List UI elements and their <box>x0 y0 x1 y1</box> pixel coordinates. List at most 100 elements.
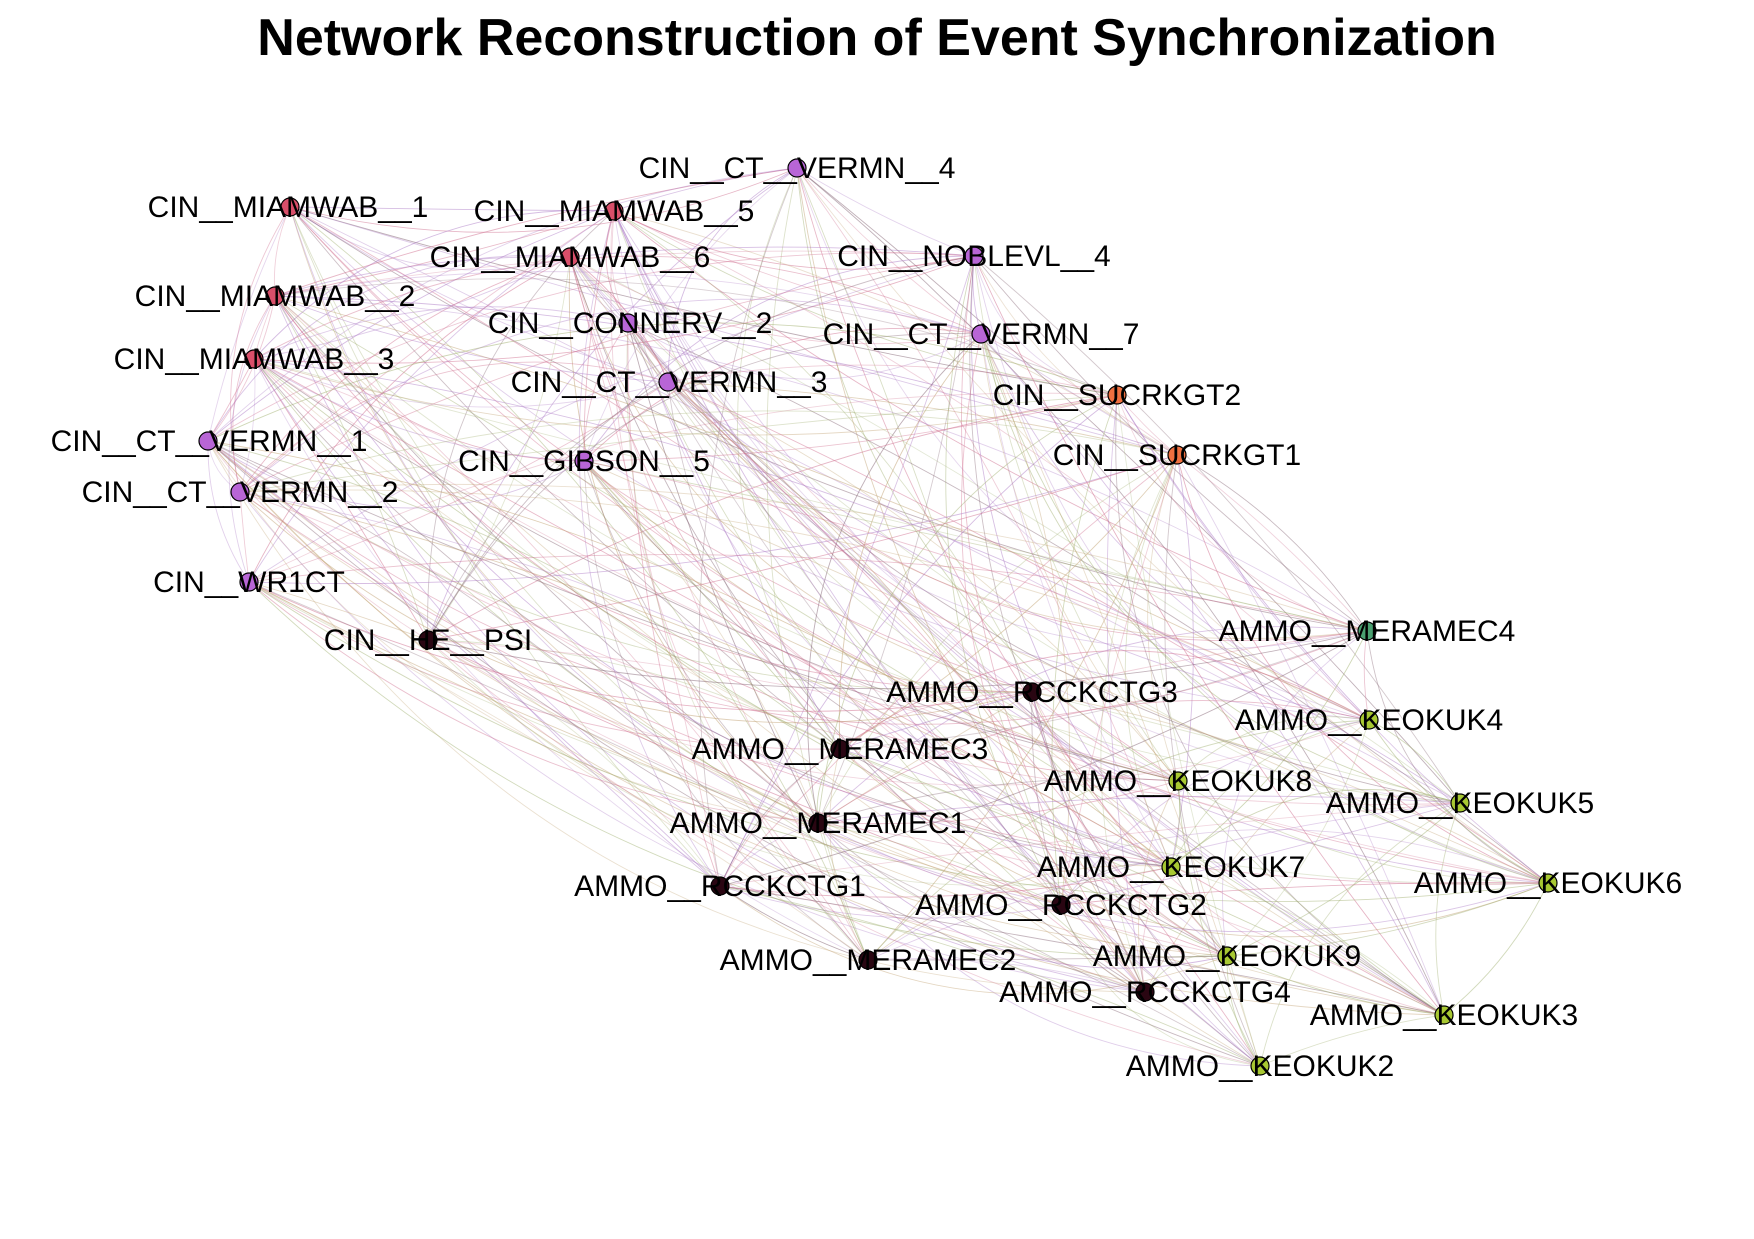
edge <box>817 795 1461 824</box>
edge <box>274 295 585 462</box>
edge <box>253 358 1368 632</box>
edge <box>583 167 798 462</box>
edge <box>239 491 1228 957</box>
edge <box>1060 454 1178 906</box>
node-label: AMMO__KEOKUK3 <box>1310 999 1578 1032</box>
edge <box>253 358 721 887</box>
edge <box>427 255 975 641</box>
edge <box>1144 719 1370 993</box>
edge <box>427 639 721 887</box>
edge <box>1100 454 1178 993</box>
edge <box>569 256 1445 1016</box>
edge <box>578 210 721 887</box>
edge <box>796 167 975 257</box>
edge <box>796 167 1179 782</box>
edge <box>253 255 982 360</box>
edge <box>274 295 869 961</box>
edge <box>817 822 1228 969</box>
edge <box>945 255 1062 906</box>
edge <box>1116 394 1549 884</box>
edge <box>239 358 256 493</box>
edge <box>867 958 1146 993</box>
edge <box>839 748 1445 1016</box>
edge <box>613 210 1146 993</box>
edge <box>248 454 1178 585</box>
edge <box>427 167 798 641</box>
edge <box>613 210 1179 782</box>
edge <box>613 210 1178 456</box>
edge <box>626 322 869 961</box>
edge <box>207 440 841 750</box>
node-label: CIN__SUCRKGT2 <box>993 379 1241 412</box>
edge <box>613 210 982 335</box>
edge <box>253 358 1461 804</box>
edge <box>253 358 1172 868</box>
edge <box>427 333 982 641</box>
edge <box>961 333 1146 993</box>
edge <box>1226 719 1370 957</box>
edge <box>583 460 1228 957</box>
edge <box>248 381 669 583</box>
edge <box>1060 719 1370 906</box>
edge <box>569 256 721 887</box>
edge <box>796 167 1445 1016</box>
edge <box>817 822 869 961</box>
edge <box>610 210 869 961</box>
node <box>1107 385 1127 405</box>
edge <box>1060 802 1461 906</box>
node <box>1167 445 1187 465</box>
edge <box>248 392 1118 583</box>
node-label: AMMO__RCCKCTG1 <box>574 870 866 903</box>
edge <box>980 333 1370 721</box>
node-label: CIN__MIAMWAB__2 <box>135 280 416 313</box>
edge <box>207 295 276 442</box>
edge <box>253 358 429 641</box>
node-label: CIN__WR1CT <box>153 566 345 599</box>
edge <box>248 581 1033 712</box>
edge <box>817 822 1445 1016</box>
edge <box>274 295 429 641</box>
edge <box>583 460 841 750</box>
node-label: CIN__CT__VERMN__7 <box>823 318 1140 351</box>
node-label: CIN__MIAMWAB__3 <box>114 343 395 376</box>
edge <box>839 691 1033 750</box>
edge <box>817 691 1033 824</box>
edge <box>239 394 1118 493</box>
edge <box>719 885 1062 919</box>
edge <box>569 256 982 345</box>
node <box>1357 621 1377 641</box>
edge <box>253 358 1549 884</box>
edge <box>1031 691 1461 804</box>
edge <box>627 322 841 750</box>
edge <box>980 333 1178 456</box>
node <box>1217 946 1237 966</box>
edge <box>1051 394 1118 906</box>
edge <box>1031 691 1172 868</box>
edge <box>817 454 1178 824</box>
edge <box>253 358 1179 782</box>
edge <box>817 822 1261 1067</box>
node <box>1250 1056 1270 1076</box>
edge <box>207 167 798 442</box>
edge <box>239 489 1370 721</box>
node-label: AMMO__MERAMEC2 <box>720 944 1017 977</box>
node <box>964 246 984 266</box>
edge <box>1031 691 1549 884</box>
edge <box>228 295 276 583</box>
edge <box>569 256 1261 1067</box>
node <box>198 431 218 451</box>
edge <box>207 440 1368 725</box>
edge <box>207 206 291 442</box>
edge <box>817 822 1062 906</box>
edge <box>274 295 1178 456</box>
node <box>280 197 300 217</box>
edge <box>627 322 721 887</box>
edge <box>289 206 1118 396</box>
edge <box>289 206 721 887</box>
edge <box>1177 780 1261 1067</box>
node <box>658 372 678 392</box>
edge <box>239 361 669 493</box>
node <box>574 451 594 471</box>
edge <box>248 554 1368 632</box>
edge <box>1177 780 1549 884</box>
